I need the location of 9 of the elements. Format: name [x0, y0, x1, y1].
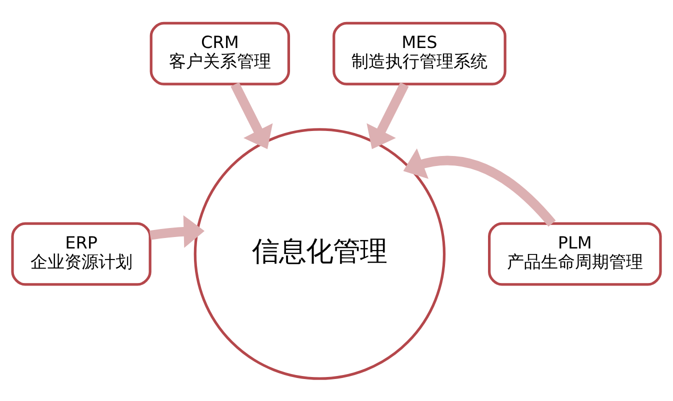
node-box: MES 制造执行管理系统: [332, 21, 506, 85]
node-box: CRM 客户关系管理: [150, 21, 290, 85]
node-box: ERP 企业资源计划: [11, 222, 152, 286]
arrow: [149, 214, 205, 248]
node-circle: 信息化管理: [194, 128, 446, 380]
arrow: [403, 148, 556, 226]
arrow: [366, 82, 409, 149]
node-box: PLM 产品生命周期管理: [488, 222, 662, 286]
arrow: [230, 82, 273, 149]
